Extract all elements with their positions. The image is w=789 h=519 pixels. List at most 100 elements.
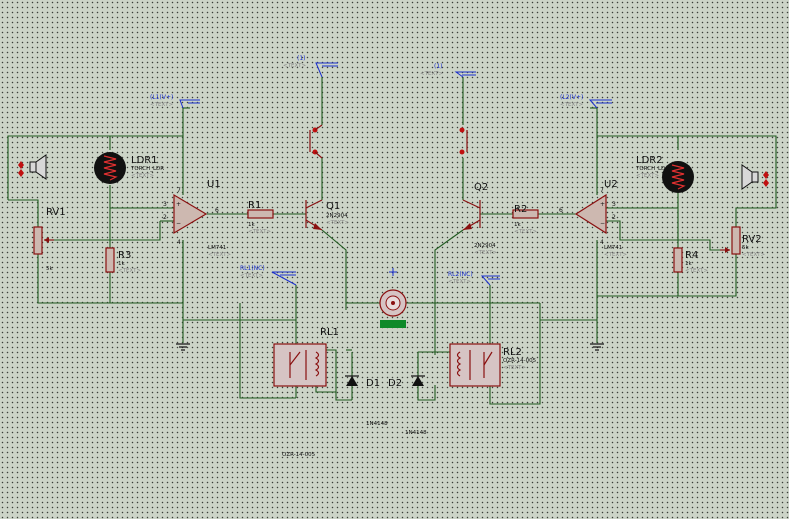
r1-label: R1: [248, 200, 261, 211]
opamp-u2: + −: [574, 193, 607, 235]
ground-right: [590, 343, 604, 351]
ground-left: [176, 343, 190, 351]
r1-text: <TEXT>: [248, 229, 271, 235]
term-1b-label: (1): [434, 63, 443, 70]
term-l2v-text: <TEXT>: [560, 102, 583, 108]
ldr1-label: LDR1: [131, 155, 158, 166]
ldr2-text: <TEXT>: [636, 173, 659, 179]
u1-pin-6: 6: [215, 207, 219, 214]
motor-symbol: [379, 268, 407, 328]
u1-label: U1: [207, 179, 221, 190]
q2-label: Q2: [474, 182, 488, 193]
ldr2-part: TORCH_LD: [635, 166, 665, 172]
term-l1v-text: <TEXT>: [150, 102, 173, 108]
svg-text:+: +: [176, 201, 181, 208]
rl2-text: <TEXT>: [503, 365, 526, 371]
terminal-flag-1a: [315, 62, 338, 78]
potentiometer-rv1: [33, 226, 54, 255]
term-rl1nc-label: RL1(NC): [240, 265, 265, 272]
u2-label: U2: [604, 179, 618, 190]
r3-text: <TEXT>: [118, 268, 141, 274]
r4-text: <TEXT>: [685, 268, 708, 274]
speaker-right-icon: [741, 164, 769, 190]
ldr1-text: <TEXT>: [131, 173, 154, 179]
d2-part: 1N4148: [405, 430, 427, 436]
relay-rl1: [273, 343, 327, 387]
u1-part: LM741: [208, 245, 226, 251]
diode-d1: [345, 375, 359, 386]
r2-label: R2: [514, 204, 527, 215]
terminal-flag-rl1nc: [271, 271, 297, 286]
relay-rl2: [449, 343, 501, 387]
term-l1v-label: (L1(V+): [150, 94, 173, 101]
term-rl2nc-text: <TEXT>: [448, 279, 471, 285]
speaker-left-icon: [18, 154, 47, 180]
opamp-u1: + −: [173, 193, 208, 235]
u1-pin-2: 2: [163, 214, 167, 221]
r3-value: 1k: [118, 261, 125, 267]
rv2-text: <TEXT>: [742, 252, 765, 258]
u1-pin-7: 7: [177, 187, 181, 194]
u2-pin-6: 6: [559, 207, 563, 214]
rv2-label: RV2: [742, 234, 762, 245]
transistor-q1: [305, 199, 323, 231]
svg-text:−: −: [600, 220, 605, 227]
resistor-r4: [673, 247, 683, 273]
wires: [7, 77, 777, 405]
resistor-r3: [105, 247, 115, 273]
ldr1-symbol: [94, 152, 126, 184]
rl1-label: RL1: [320, 327, 339, 338]
u2-pin-2: 2: [612, 214, 616, 221]
r1-value: 1k: [248, 222, 255, 228]
rl2-label: RL2: [503, 347, 522, 358]
d1-label: D1: [366, 378, 380, 389]
r2-value: 1k: [514, 222, 521, 228]
u2-pin-4: 4: [600, 239, 604, 246]
u2-pin-7: 7: [600, 187, 604, 194]
term-rl2nc-label: RL2(NC): [448, 271, 473, 278]
terminal-flag-l2v: [588, 99, 612, 109]
term-1b-text: <TEXT>: [420, 71, 443, 77]
pin-numbers: 3 2 6 7 4 3 2 6 7 4: [163, 187, 616, 246]
q2-part: 2N2904: [474, 243, 496, 249]
terminal-flag-l1v: [179, 99, 200, 109]
svg-text:+: +: [600, 201, 605, 208]
resistor-r1: [247, 209, 274, 219]
rl1-part: OZR-14-005: [282, 452, 316, 458]
switch-right: [459, 127, 468, 155]
resistor-r2: [512, 209, 539, 219]
term-1a-label: (1): [297, 55, 306, 62]
rv1-label: RV1: [46, 207, 66, 218]
u2-part: LM741: [604, 245, 622, 251]
r2-text: <TEXT>: [514, 229, 537, 235]
u2-text: <TEXT>: [604, 252, 627, 258]
u2-pin-3: 3: [612, 201, 616, 208]
ldr1-part: TORCH_LDR: [130, 166, 164, 172]
r4-label: R4: [685, 250, 698, 261]
q1-label: Q1: [326, 201, 340, 212]
r3-label: R3: [118, 250, 131, 261]
terminal-flag-rl2nc: [480, 275, 500, 286]
potentiometer-rv2: [720, 226, 741, 255]
diode-d2: [411, 375, 425, 386]
switch-left: [309, 124, 323, 159]
d1-part: 1N4148: [366, 421, 388, 427]
ldr2-symbol: [662, 161, 694, 193]
u1-pin-4: 4: [177, 239, 181, 246]
q2-text: <TEXT>: [474, 250, 497, 256]
ldr2-label: LDR2: [636, 155, 663, 166]
term-l2v-label: (L2(V+): [560, 94, 583, 101]
rl2-part: OZR-14-005: [503, 358, 537, 364]
terminal-labels: (1) <TEXT> (1) <TEXT> (L1(V+) <TEXT> (L2…: [150, 55, 583, 285]
u1-text: <TEXT>: [208, 252, 231, 258]
q1-part: 2N2904: [326, 213, 348, 219]
term-1a-text: <TEXT>: [283, 63, 306, 69]
u1-pin-3: 3: [163, 201, 167, 208]
rv2-value: 5k: [742, 245, 749, 251]
q1-text: <TEXT>: [326, 220, 349, 226]
term-rl1nc-text: <TEXT>: [240, 273, 263, 279]
svg-text:−: −: [176, 220, 181, 227]
component-labels: LDR1 TORCH_LDR <TEXT> LDR2 TORCH_LD <TEX…: [46, 155, 765, 458]
transistor-q2: [462, 199, 481, 231]
